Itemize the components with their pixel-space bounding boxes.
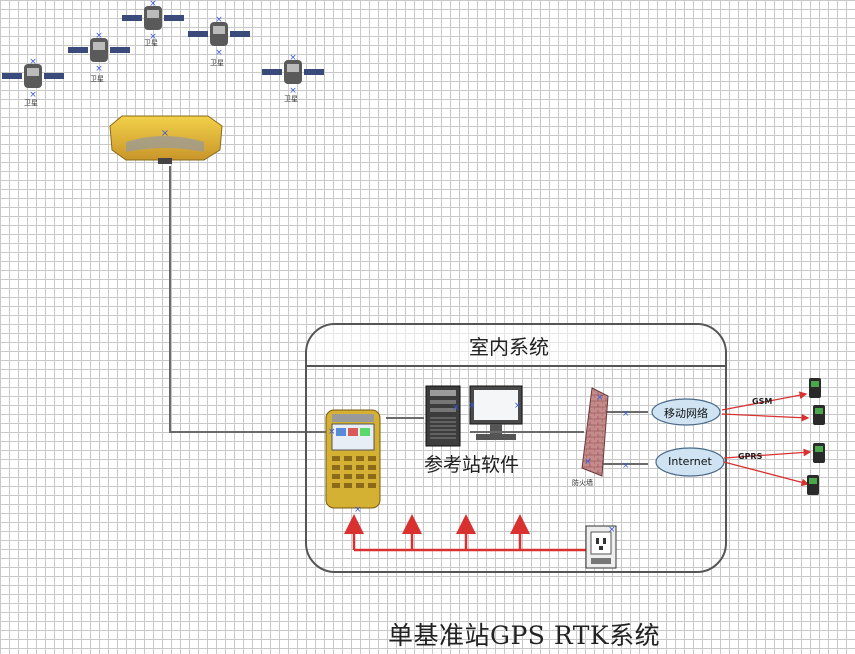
panel-title-bar: 室内系统 (307, 325, 725, 367)
svg-text:×: × (328, 427, 336, 437)
satellite-label: 卫星 (24, 99, 38, 107)
firewall: × × (578, 386, 614, 480)
gprs-label: GPRS (738, 452, 763, 461)
svg-text:×: × (622, 461, 630, 471)
mobile-network-cloud: 移动网络 (650, 397, 722, 427)
gsm-label: GSM (752, 397, 773, 406)
svg-text:×: × (452, 403, 460, 413)
controller-device: × × (324, 408, 384, 515)
svg-text:×: × (584, 457, 592, 467)
internet-label: Internet (668, 455, 712, 468)
satellite-5: × × 卫星 (260, 52, 326, 106)
firewall-label: 防火墙 (572, 479, 593, 487)
satellite-icon: × × (188, 15, 250, 58)
satellite-1: × × 卫星 (0, 56, 66, 110)
mobile-phone-2 (812, 404, 826, 430)
software-label: 参考站软件 (424, 454, 520, 476)
svg-text:×: × (622, 409, 630, 419)
firewall-icon: × × (581, 387, 609, 477)
satellite-3: × × 卫星 (120, 0, 186, 54)
server-tower: × (424, 384, 464, 448)
svg-text:×: × (354, 505, 362, 512)
mobile-phone-3 (812, 442, 826, 468)
svg-text:×: × (29, 57, 37, 67)
svg-text:×: × (29, 90, 37, 98)
satellite-icon: × × (262, 53, 324, 96)
satellite-2: × × 卫星 (66, 30, 132, 84)
gps-antenna-icon: × (109, 115, 223, 164)
monitor: × × (466, 384, 526, 446)
indoor-system-panel: 室内系统 (305, 323, 727, 573)
svg-text:×: × (289, 86, 297, 94)
svg-text:×: × (95, 64, 103, 72)
cloud-icon (651, 398, 721, 426)
svg-text:×: × (215, 15, 223, 25)
svg-text:×: × (161, 128, 169, 139)
satellite-icon: × × (2, 57, 64, 100)
mobile-network-label: 移动网络 (664, 407, 708, 420)
svg-text:×: × (215, 48, 223, 56)
satellite-icon: × × (68, 31, 130, 74)
outlet-icon: × (585, 525, 617, 569)
satellite-label: 卫星 (144, 39, 158, 47)
svg-text:×: × (149, 32, 157, 42)
panel-title: 室内系统 (469, 335, 549, 359)
controller-icon: × × (325, 409, 381, 515)
svg-text:×: × (514, 401, 522, 411)
diagram-caption: 单基准站GPS RTK系统 (388, 621, 661, 650)
satellite-4: × × 卫星 (186, 14, 252, 68)
satellite-label: 卫星 (90, 75, 104, 83)
svg-text:×: × (149, 0, 157, 9)
svg-text:×: × (468, 401, 476, 411)
satellite-label: 卫星 (284, 95, 298, 103)
satellite-icon: × × (122, 0, 184, 42)
svg-text:×: × (596, 393, 604, 403)
monitor-icon: × × (468, 385, 523, 440)
phone-icon (807, 475, 819, 495)
phone-icon (809, 378, 821, 398)
server-icon: × (425, 385, 461, 447)
mobile-phone-4 (806, 474, 820, 500)
gps-antenna: × (104, 112, 226, 168)
phone-icon (813, 405, 825, 425)
svg-text:×: × (289, 53, 297, 63)
satellite-label: 卫星 (210, 59, 224, 67)
mobile-phone-1 (808, 377, 822, 403)
power-outlet: × (584, 524, 618, 570)
svg-text:×: × (95, 31, 103, 41)
svg-text:×: × (608, 525, 616, 535)
phone-icon (813, 443, 825, 463)
